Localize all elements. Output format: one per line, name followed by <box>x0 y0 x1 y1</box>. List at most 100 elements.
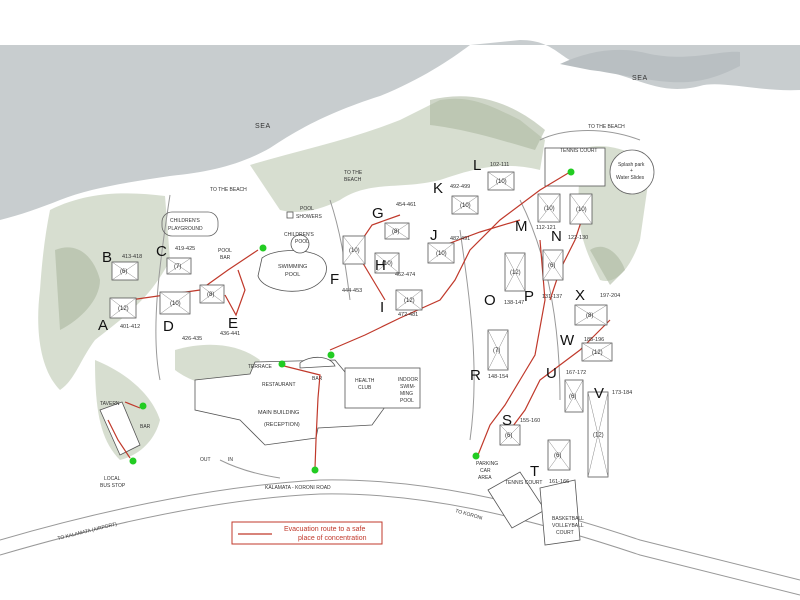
svg-text:BAR: BAR <box>140 424 151 430</box>
block-room-range: 482-491 <box>450 236 470 242</box>
block-room-count: (8) <box>207 292 214 298</box>
svg-text:INDOOR: INDOOR <box>398 377 418 383</box>
block-v: (12) V 173-184 <box>587 385 632 478</box>
block-room-count: (7) <box>493 348 500 354</box>
svg-text:MING: MING <box>400 391 413 397</box>
svg-text:VOLLEYBALL: VOLLEYBALL <box>552 523 584 529</box>
svg-text:Water Slides: Water Slides <box>616 175 645 181</box>
svg-text:CLUB: CLUB <box>358 385 372 391</box>
roof-lines <box>542 249 564 281</box>
block-room-count: (6) <box>569 394 576 400</box>
block-room-range: 197-204 <box>600 293 620 299</box>
block-room-count: (10) <box>544 206 555 212</box>
health-club: HEALTH CLUB INDOOR SWIM- MING POOL <box>344 367 421 409</box>
block-room-count: (10) <box>170 301 181 307</box>
svg-text:POOL: POOL <box>295 239 309 245</box>
assembly-point <box>327 351 335 359</box>
block-room-count: (12) <box>404 298 415 304</box>
parking-area: PARKING CAR AREA <box>476 461 498 481</box>
assembly-point <box>311 466 319 474</box>
splash-park: Splash park + Water Slides <box>609 149 655 195</box>
to-the-beach-mid-2: BEACH <box>344 177 362 183</box>
block-room-count: (8) <box>392 229 399 235</box>
block-room-range: 102-111 <box>490 162 509 168</box>
pool-bar: POOL BAR <box>218 248 232 261</box>
roof-lines <box>547 439 571 471</box>
svg-text:HEALTH: HEALTH <box>355 378 375 384</box>
block-letter: J <box>430 227 438 244</box>
assembly-point <box>139 402 147 410</box>
sea-label-right: SEA <box>632 75 648 82</box>
svg-text:BAR: BAR <box>220 255 231 261</box>
block-letter: K <box>433 180 443 197</box>
block-room-count: (6) <box>120 269 127 275</box>
block-room-range: 444-453 <box>342 288 362 294</box>
block-room-range: 131-137 <box>542 294 562 300</box>
block-letter: O <box>484 292 496 309</box>
block-letter: G <box>372 205 384 222</box>
roof-lines <box>395 289 423 311</box>
block-room-range: 185-196 <box>584 337 604 343</box>
basketball-court: BASKETBALL VOLLEYBALL COURT <box>539 479 584 546</box>
svg-text:PLAYGROUND: PLAYGROUND <box>168 226 203 232</box>
tennis-court-top: TENNIS COURT <box>544 147 606 187</box>
block-room-range: 492-499 <box>450 184 470 190</box>
assembly-point <box>567 168 575 176</box>
block-room-count: (10) <box>496 179 507 185</box>
block-room-range: 472-481 <box>398 312 418 318</box>
block-letter: S <box>502 412 512 429</box>
block-letter: C <box>156 243 167 260</box>
svg-text:POOL: POOL <box>300 206 314 212</box>
roof-lines <box>427 242 455 264</box>
block-letter: B <box>102 249 112 266</box>
block-room-range: 436-441 <box>220 331 240 337</box>
roof-lines <box>574 304 608 326</box>
svg-text:(RECEPTION): (RECEPTION) <box>264 422 300 428</box>
roof-lines <box>504 252 526 292</box>
block-room-range: 138-147 <box>504 300 524 306</box>
block-letter: A <box>98 317 108 334</box>
svg-text:MAIN BUILDING: MAIN BUILDING <box>258 410 299 416</box>
block-letter: L <box>473 157 481 174</box>
block-letter: M <box>515 218 528 235</box>
roof-lines <box>487 329 509 371</box>
block-room-count: (12) <box>593 433 604 439</box>
svg-text:BASKETBALL: BASKETBALL <box>552 516 584 522</box>
svg-text:POOL: POOL <box>218 248 232 254</box>
block-room-range: 462-474 <box>395 272 415 278</box>
tavern: TAVERN BAR <box>99 401 151 456</box>
to-kalamata-airport: TO KALAMATA (AIRPORT) <box>57 521 118 542</box>
svg-text:OUT: OUT <box>200 457 211 463</box>
block-letter: P <box>524 288 534 305</box>
roof-lines <box>564 379 584 413</box>
block-room-count: (8) <box>586 313 593 319</box>
block-room-range: 161-166 <box>549 479 569 485</box>
svg-text:AREA: AREA <box>478 475 492 481</box>
block-letter: H <box>375 257 386 274</box>
legend-line-1: Evacuation route to a safe <box>284 526 365 533</box>
roof-lines <box>159 291 191 315</box>
block-room-range: 173-184 <box>612 390 632 396</box>
block-letter: V <box>594 385 604 402</box>
svg-text:+: + <box>630 168 633 174</box>
svg-text:LOCAL: LOCAL <box>104 476 121 482</box>
roof-lines <box>581 342 613 362</box>
block-room-count: (12) <box>510 270 521 276</box>
svg-text:TENNIS COURT: TENNIS COURT <box>560 148 597 154</box>
block-o: (12) O 138-147 <box>484 252 526 309</box>
assembly-point <box>129 457 137 465</box>
block-letter: D <box>163 318 174 335</box>
roof-lines <box>569 193 593 225</box>
